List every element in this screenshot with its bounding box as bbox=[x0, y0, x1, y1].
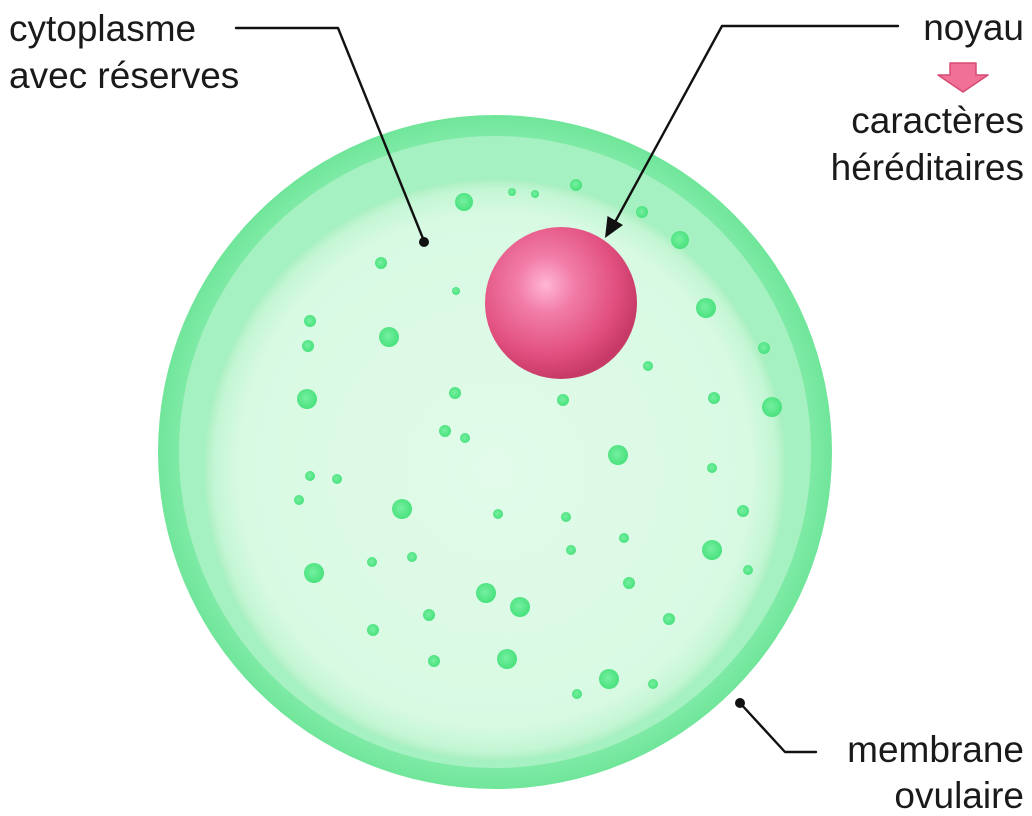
reserve-granule bbox=[608, 445, 628, 465]
reserve-granule bbox=[531, 190, 539, 198]
reserve-granule bbox=[508, 188, 516, 196]
reserve-granule bbox=[570, 179, 582, 191]
reserve-granule bbox=[367, 557, 377, 567]
reserve-granule bbox=[297, 389, 317, 409]
reserve-granule bbox=[758, 342, 770, 354]
reserve-granule bbox=[762, 397, 782, 417]
reserve-granule bbox=[572, 689, 582, 699]
membrane-label-line1: membrane bbox=[847, 729, 1024, 770]
reserve-granule bbox=[407, 552, 417, 562]
reserve-granule bbox=[305, 471, 315, 481]
membrane-label-line2: ovulaire bbox=[894, 775, 1024, 816]
cytoplasm-label-line2: avec réserves bbox=[9, 55, 239, 96]
reserve-granule bbox=[743, 565, 753, 575]
heredity-label-line2: héréditaires bbox=[831, 147, 1024, 188]
reserve-granule bbox=[707, 463, 717, 473]
cytoplasm-leader-dot bbox=[419, 237, 429, 247]
reserve-granule bbox=[643, 361, 653, 371]
reserve-granule bbox=[566, 545, 576, 555]
reserve-granule bbox=[737, 505, 749, 517]
reserve-granule bbox=[497, 649, 517, 669]
reserve-granule bbox=[510, 597, 530, 617]
nucleus bbox=[485, 227, 637, 379]
reserve-granule bbox=[379, 327, 399, 347]
reserve-granule bbox=[332, 474, 342, 484]
membrane-leader-line bbox=[740, 703, 816, 752]
reserve-granule bbox=[619, 533, 629, 543]
reserve-granule bbox=[648, 679, 658, 689]
cytoplasm-label-line1: cytoplasme bbox=[9, 8, 196, 49]
reserve-granule bbox=[623, 577, 635, 589]
reserve-granule bbox=[663, 613, 675, 625]
membrane-leader-dot bbox=[735, 698, 745, 708]
reserve-granule bbox=[557, 394, 569, 406]
reserve-granule bbox=[636, 206, 648, 218]
reserve-granule bbox=[304, 563, 324, 583]
reserve-granule bbox=[708, 392, 720, 404]
reserve-granule bbox=[367, 624, 379, 636]
reserve-granule bbox=[423, 609, 435, 621]
reserve-granule bbox=[561, 512, 571, 522]
reserve-granule bbox=[671, 231, 689, 249]
heredity-label-line1: caractères bbox=[851, 100, 1024, 141]
reserve-granule bbox=[392, 499, 412, 519]
reserve-granule bbox=[302, 340, 314, 352]
reserve-granule bbox=[449, 387, 461, 399]
reserve-granule bbox=[599, 669, 619, 689]
heredity-arrow-icon bbox=[938, 63, 988, 92]
reserve-granule bbox=[439, 425, 451, 437]
nucleus-label: noyau bbox=[923, 7, 1024, 48]
reserve-granule bbox=[455, 193, 473, 211]
reserve-granule bbox=[476, 583, 496, 603]
reserve-granule bbox=[493, 509, 503, 519]
reserve-granule bbox=[294, 495, 304, 505]
reserve-granule bbox=[428, 655, 440, 667]
reserve-granule bbox=[304, 315, 316, 327]
reserve-granule bbox=[375, 257, 387, 269]
reserve-granule bbox=[696, 298, 716, 318]
reserve-granule bbox=[702, 540, 722, 560]
reserve-granule bbox=[452, 287, 460, 295]
reserve-granule bbox=[460, 433, 470, 443]
